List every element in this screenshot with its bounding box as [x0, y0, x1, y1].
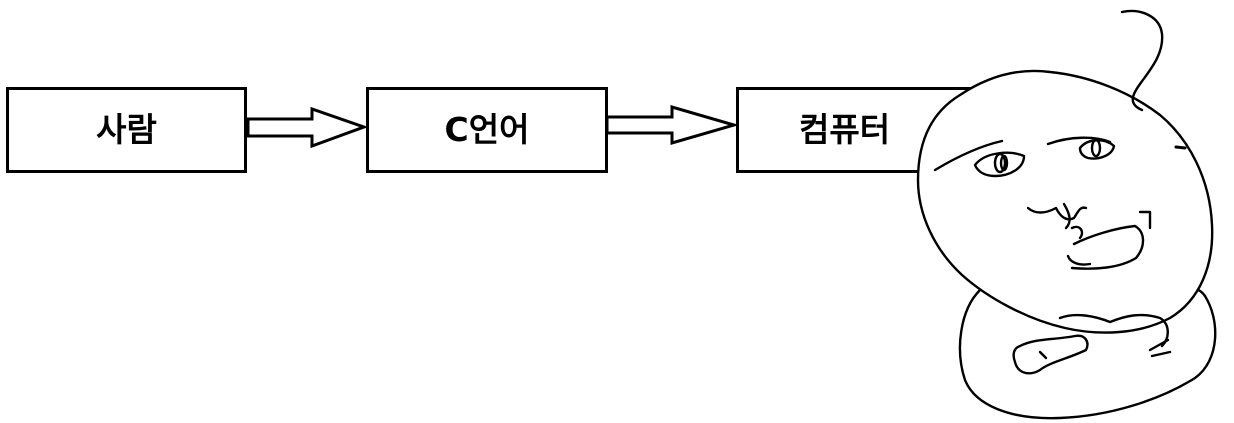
- node-computer-label: 컴퓨터: [799, 110, 891, 149]
- node-c-language-label: C언어: [444, 110, 530, 149]
- arrow-person-to-c-language: [246, 106, 369, 149]
- confused-face-sketch-icon: [916, 9, 1217, 420]
- node-person: 사람: [6, 87, 247, 173]
- node-computer: 컴퓨터: [736, 87, 978, 173]
- node-c-language: C언어: [366, 87, 608, 173]
- node-person-label: 사람: [96, 110, 157, 149]
- arrow-c-language-to-computer: [605, 105, 740, 145]
